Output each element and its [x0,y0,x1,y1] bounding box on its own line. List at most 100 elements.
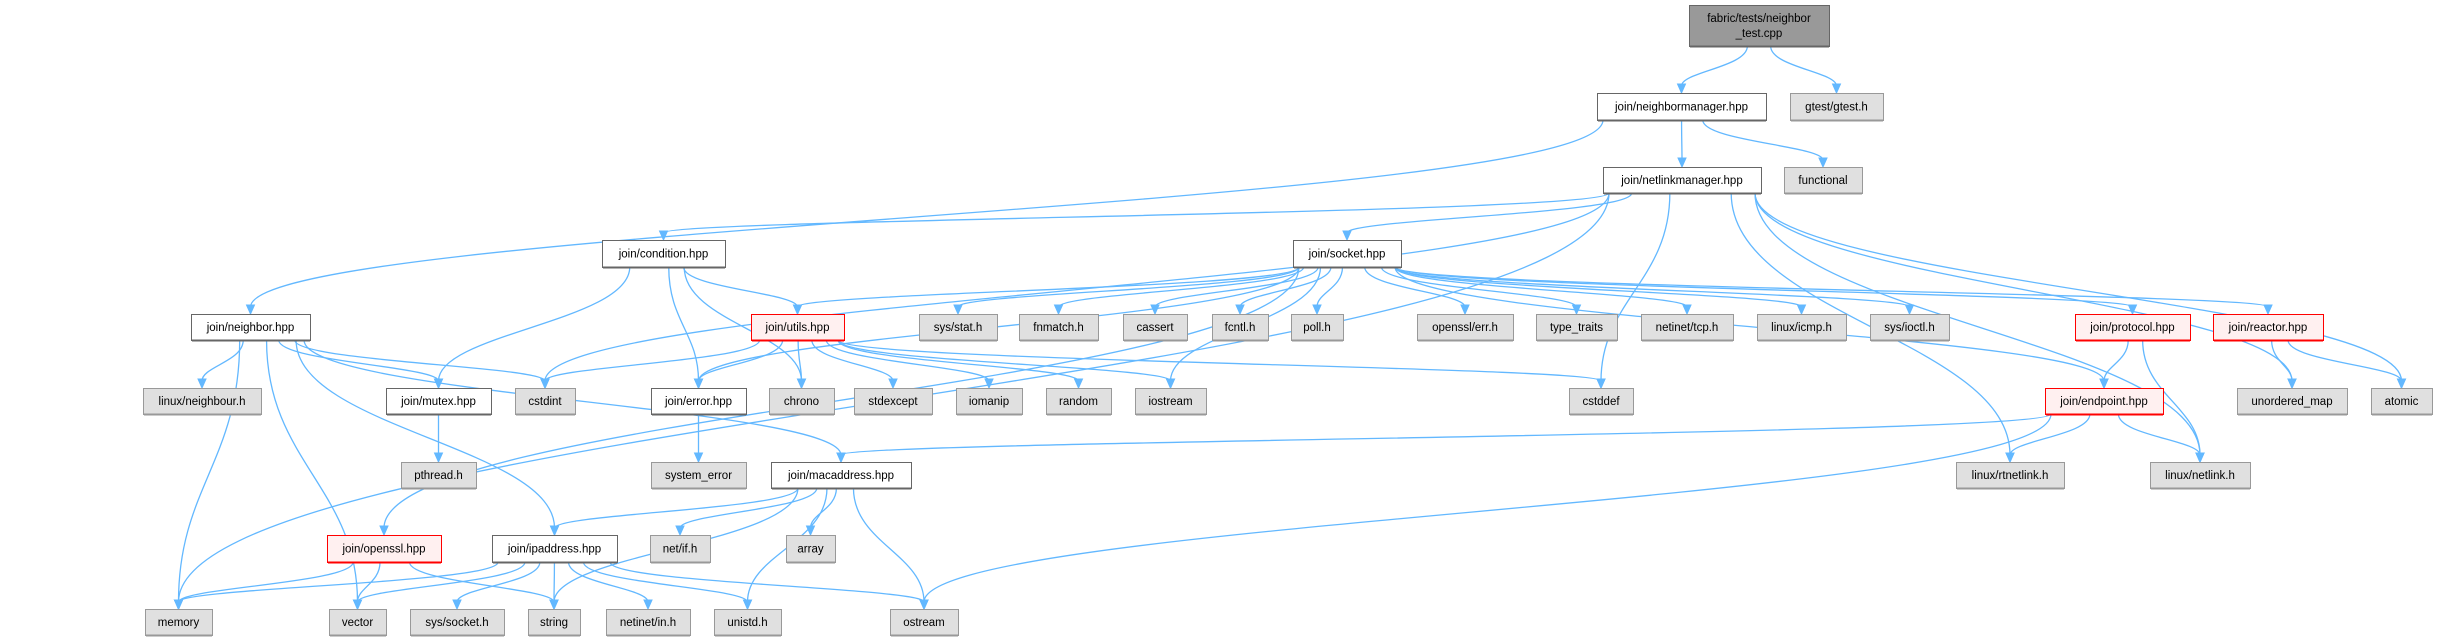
edge-utils-to-iostream [837,339,1172,382]
node-mutex[interactable]: join/mutex.hpp [386,388,492,416]
node-fnmatch[interactable]: fnmatch.h [1019,314,1099,342]
node-random[interactable]: random [1046,388,1112,416]
edge-ipaddress-to-unistd [582,561,749,603]
node-gtest[interactable]: gtest/gtest.h [1790,93,1884,122]
node-condition[interactable]: join/condition.hpp [602,240,726,269]
node-neighbormanager[interactable]: join/neighbormanager.hpp [1597,93,1767,122]
edge-netlinkmanager-to-cstdint [544,192,1610,382]
node-unistd[interactable]: unistd.h [714,609,782,637]
node-opensslerr[interactable]: openssl/err.h [1417,314,1514,342]
arrowhead-icon [796,378,807,390]
node-box [714,609,782,636]
edge-endpoint-to-netlink [2117,413,2201,456]
node-label: iomanip [969,396,1009,408]
node-sysioctl[interactable]: sys/ioctl.h [1870,314,1950,342]
node-functional[interactable]: functional [1784,167,1863,195]
node-iostream[interactable]: iostream [1135,388,1207,416]
node-label: cstddef [1582,396,1620,408]
node-fcntl[interactable]: fcntl.h [1212,314,1269,342]
node-box [2075,314,2191,341]
node-socket[interactable]: join/socket.hpp [1293,240,1402,269]
node-atomic[interactable]: atomic [2371,388,2433,416]
edge-endpoint-to-macaddress [840,413,2052,456]
node-box [769,388,835,415]
arrowhead-icon [2005,452,2015,464]
node-endpoint[interactable]: join/endpoint.hpp [2045,388,2164,416]
node-label: sys/ioctl.h [1884,322,1935,334]
arrowhead-icon [1053,304,1064,316]
edge-socket-to-linuxicmp [1394,266,1803,308]
node-vector[interactable]: vector [329,609,387,637]
node-typetraits[interactable]: type_traits [1536,314,1618,342]
arrowhead-icon [1312,304,1322,316]
edges-layer [173,45,2407,611]
node-string[interactable]: string [528,609,581,637]
arrowhead-icon [792,304,803,316]
node-box [1123,314,1188,341]
node-box [606,609,691,636]
node-systemerror[interactable]: system_error [651,462,747,490]
node-ipaddress[interactable]: join/ipaddress.hpp [492,535,618,564]
node-pthread[interactable]: pthread.h [401,462,477,490]
edge-ipaddress-to-vector [356,561,526,603]
arrowhead-icon [1676,83,1687,95]
node-label: netinet/tcp.h [1656,322,1719,334]
node-netlink[interactable]: linux/netlink.h [2150,462,2251,490]
node-box [145,609,213,636]
node-poll[interactable]: poll.h [1291,314,1344,342]
node-label: join/utils.hpp [765,322,830,334]
node-macaddress[interactable]: join/macaddress.hpp [771,462,912,490]
arrowhead-icon [919,599,929,611]
node-unorderedmap[interactable]: unordered_map [2237,388,2348,416]
edge-socket-to-sysstat [957,266,1300,308]
node-memory[interactable]: memory [145,609,213,637]
node-netlinkmanager[interactable]: join/netlinkmanager.hpp [1603,167,1762,195]
arrowhead-icon [549,599,559,611]
node-netinetin[interactable]: netinet/in.h [606,609,691,637]
node-cstddef[interactable]: cstddef [1569,388,1634,416]
node-label: stdexcept [868,396,918,408]
node-label: join/netlinkmanager.hpp [1620,175,1742,187]
edge-socket-to-netinettcp [1394,266,1688,308]
node-reactor[interactable]: join/reactor.hpp [2213,314,2324,342]
node-openssl[interactable]: join/openssl.hpp [327,535,442,564]
edge-ipaddress-to-ostream [609,561,925,603]
node-array[interactable]: array [786,535,836,564]
arrowhead-icon [1460,304,1470,316]
node-rtnetlink[interactable]: linux/rtnetlink.h [1956,462,2065,490]
node-linuxneighbour[interactable]: linux/neighbour.h [143,388,262,416]
arrowhead-icon [2195,452,2205,464]
node-syssocket[interactable]: sys/socket.h [410,609,505,637]
edge-ipaddress-to-syssocket [456,561,541,603]
node-netinettcp[interactable]: netinet/tcp.h [1641,314,1734,342]
node-protocol[interactable]: join/protocol.hpp [2075,314,2191,342]
node-label: atomic [2385,396,2419,408]
arrowhead-icon [1831,83,1842,95]
node-neighbor[interactable]: join/neighbor.hpp [191,314,311,342]
node-root[interactable]: fabric/tests/neighbor_test.cpp [1689,5,1830,48]
arrowhead-icon [836,452,846,464]
node-box [401,462,477,489]
node-chrono[interactable]: chrono [769,388,835,416]
edge-macaddress-to-array [809,487,838,529]
node-error[interactable]: join/error.hpp [651,388,747,416]
node-sysstat[interactable]: sys/stat.h [919,314,998,342]
node-label: join/openssl.hpp [341,544,425,556]
node-cassert[interactable]: cassert [1123,314,1188,342]
node-label: system_error [665,470,732,482]
node-box [327,535,442,563]
edge-socket-to-opensslerr [1364,266,1466,308]
node-netif[interactable]: net/if.h [650,535,711,564]
node-ostream[interactable]: ostream [890,609,959,637]
edge-neighbor-to-cstdint [294,339,546,382]
node-cstdint[interactable]: cstdint [515,388,576,416]
arrowhead-icon [1818,157,1828,169]
arrowhead-icon [2287,378,2297,390]
node-box [1603,167,1762,194]
node-stdexcept[interactable]: stdexcept [854,388,933,416]
node-utils[interactable]: join/utils.hpp [751,314,845,342]
node-linuxicmp[interactable]: linux/icmp.h [1757,314,1847,342]
edge-netlinkmanager-to-netlink [1754,192,2201,456]
node-iomanip[interactable]: iomanip [956,388,1023,416]
